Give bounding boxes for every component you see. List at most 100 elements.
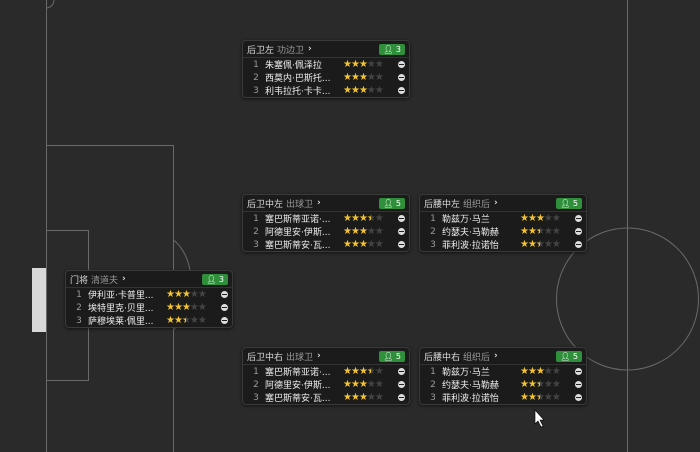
rank: 2 [253, 226, 259, 237]
star-rating: ★★★★★ [343, 392, 384, 403]
star-rating: ★★★★★ [343, 59, 384, 70]
person-icon: 👤︎ [383, 44, 394, 54]
player-name[interactable]: 菲利波·拉诺怡 [442, 394, 499, 404]
card-header[interactable]: 门将清道夫› 👤︎ 3 [66, 271, 232, 288]
star-rating: ★★★★★ [520, 213, 561, 224]
rank: 3 [76, 315, 82, 326]
position-label: 门将 [70, 275, 89, 286]
player-name[interactable]: 朱塞佩·佩泽拉 [265, 61, 322, 71]
star-rating: ★★★★★ [343, 226, 384, 237]
player-name[interactable]: 埃特里克·贝里... [88, 304, 154, 314]
player-row[interactable]: 1 勒兹万·马兰 ★★★★★ [420, 212, 586, 225]
rank: 3 [253, 239, 259, 250]
player-name[interactable]: 阿德里安·伊斯... [265, 381, 331, 391]
person-icon: 👤︎ [560, 351, 571, 361]
player-count: 3 [395, 44, 401, 54]
remove-icon[interactable] [398, 368, 405, 375]
remove-icon[interactable] [575, 394, 582, 401]
card-header[interactable]: 后卫左功边卫›👤︎ 3 [243, 41, 409, 58]
remove-icon[interactable] [398, 61, 405, 68]
remove-icon[interactable] [575, 215, 582, 222]
player-name[interactable]: 塞巴斯蒂亚诺·... [265, 368, 331, 378]
remove-icon[interactable] [575, 368, 582, 375]
chevron-right-icon[interactable]: › [494, 351, 498, 361]
position-label: 后卫中左 [247, 199, 284, 210]
player-count-badge[interactable]: 👤︎ 5 [556, 350, 582, 362]
remove-icon[interactable] [575, 241, 582, 248]
player-name[interactable]: 塞巴斯蒂安·瓦... [265, 241, 331, 251]
chevron-right-icon[interactable]: › [494, 198, 498, 208]
player-name[interactable]: 塞巴斯蒂亚诺·... [265, 215, 331, 225]
remove-icon[interactable] [575, 381, 582, 388]
player-name[interactable]: 勒兹万·马兰 [442, 215, 490, 225]
player-count-badge[interactable]: 👤︎ 5 [379, 350, 405, 362]
player-count-badge[interactable]: 👤︎ 5 [556, 197, 582, 209]
rank: 1 [253, 366, 259, 377]
rank: 1 [430, 213, 436, 224]
remove-icon[interactable] [398, 74, 405, 81]
chevron-right-icon[interactable]: › [317, 198, 321, 208]
person-icon: 👤︎ [206, 274, 217, 284]
card-header[interactable]: 后卫中右出球卫› 👤︎ 5 [243, 348, 409, 365]
star-rating: ★★★★★ [343, 366, 384, 377]
remove-icon[interactable] [398, 381, 405, 388]
star-rating: ★★★★★ [343, 213, 384, 224]
chevron-right-icon[interactable]: › [308, 44, 312, 54]
player-count-badge[interactable]: 👤︎ 3 [379, 43, 405, 55]
player-row[interactable]: 2 阿德里安·伊斯... ★★★★★ [243, 225, 409, 238]
role-label: 出球卫 [286, 352, 314, 363]
card-header[interactable]: 后卫中左出球卫›👤︎ 5 [243, 195, 409, 212]
center-circle [556, 227, 699, 371]
remove-icon[interactable] [221, 291, 228, 298]
remove-icon[interactable] [398, 228, 405, 235]
player-count-badge[interactable]: 👤︎ 3 [202, 273, 228, 285]
player-count-badge[interactable]: 👤︎ 5 [379, 197, 405, 209]
position-label: 后卫中右 [247, 352, 284, 363]
remove-icon[interactable] [398, 241, 405, 248]
player-name[interactable]: 勒兹万·马兰 [442, 368, 490, 378]
remove-icon[interactable] [398, 215, 405, 222]
player-name[interactable]: 萨穆埃莱·佩里... [88, 317, 154, 327]
player-count: 5 [572, 351, 578, 361]
player-name[interactable]: 约瑟夫·马勒赫 [442, 228, 499, 238]
player-row[interactable]: 1 塞巴斯蒂亚诺·... ★★★★★ [243, 365, 409, 378]
player-name[interactable]: 伊利亚·卡普里... [88, 291, 154, 301]
star-rating: ★★★★★ [166, 289, 207, 300]
player-name[interactable]: 西莫内·巴斯托... [265, 74, 331, 84]
remove-icon[interactable] [575, 228, 582, 235]
remove-icon[interactable] [398, 394, 405, 401]
chevron-right-icon[interactable]: › [122, 274, 126, 284]
player-name[interactable]: 菲利波·拉诺怡 [442, 241, 499, 251]
role-label: 清道夫 [91, 275, 119, 286]
card-header[interactable]: 后腰中右组织后›👤︎ 5 [420, 348, 586, 365]
corner-arc [46, 0, 55, 9]
remove-icon[interactable] [221, 304, 228, 311]
player-name[interactable]: 阿德里安·伊斯... [265, 228, 331, 238]
player-name[interactable]: 利韦拉托·卡卡... [265, 87, 331, 97]
remove-icon[interactable] [221, 317, 228, 324]
remove-icon[interactable] [398, 87, 405, 94]
rank: 3 [253, 85, 259, 96]
player-name[interactable]: 约瑟夫·马勒赫 [442, 381, 499, 391]
chevron-right-icon[interactable]: › [317, 351, 321, 361]
position-label: 后卫左 [247, 45, 275, 56]
player-name[interactable]: 塞巴斯蒂安·瓦... [265, 394, 331, 404]
card-header[interactable]: 后腰中左组织后›👤︎ 5 [420, 195, 586, 212]
